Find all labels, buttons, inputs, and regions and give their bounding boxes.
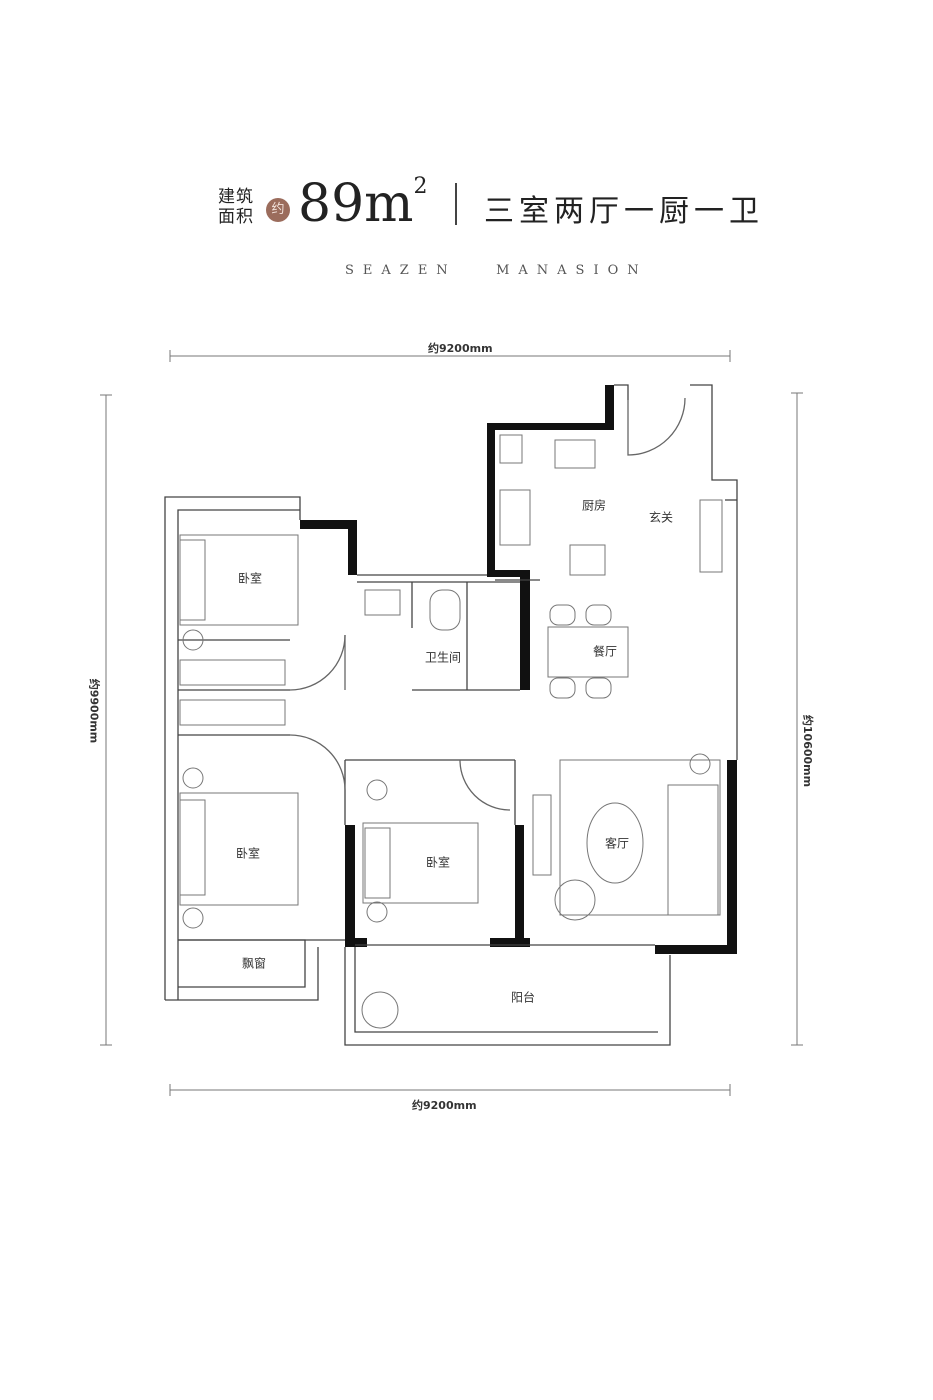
brand-name: SEAZEN MANASION: [345, 263, 648, 278]
dimension-bottom: 约9200mm: [412, 1099, 477, 1112]
room-dining: 餐厅: [592, 642, 618, 660]
area-value: 89m2: [298, 174, 427, 234]
doors: [289, 397, 686, 811]
area-label-line2: 面积: [218, 207, 254, 227]
structural-walls: [300, 385, 737, 954]
room-balcony: 阳台: [510, 990, 536, 1005]
room-bay-window: 飘窗: [241, 956, 267, 971]
approx-badge: 约: [266, 198, 290, 222]
room-bedroom-1: 卧室: [237, 571, 263, 586]
layout-title: 三室两厅一厨一卫: [484, 194, 764, 229]
dimension-lines: [100, 350, 803, 1096]
area-superscript: 2: [413, 174, 428, 199]
room-living: 客厅: [604, 836, 630, 851]
furniture: [179, 434, 723, 1029]
thin-walls: [164, 384, 738, 1046]
dimension-left: 约9900mm: [87, 678, 101, 744]
area-label-line1: 建筑: [218, 187, 254, 207]
room-bedroom-2: 卧室: [235, 846, 261, 861]
area-label: 建筑 面积: [218, 187, 254, 227]
dimension-right: 约10600mm: [801, 714, 815, 788]
room-bathroom: 卫生间: [424, 650, 462, 665]
room-kitchen: 厨房: [581, 498, 607, 513]
room-entrance: 玄关: [648, 510, 674, 525]
dimension-top: 约9200mm: [428, 342, 493, 355]
area-number: 89m: [298, 174, 414, 234]
room-bedroom-3: 卧室: [425, 855, 451, 870]
title-divider: [455, 183, 457, 225]
